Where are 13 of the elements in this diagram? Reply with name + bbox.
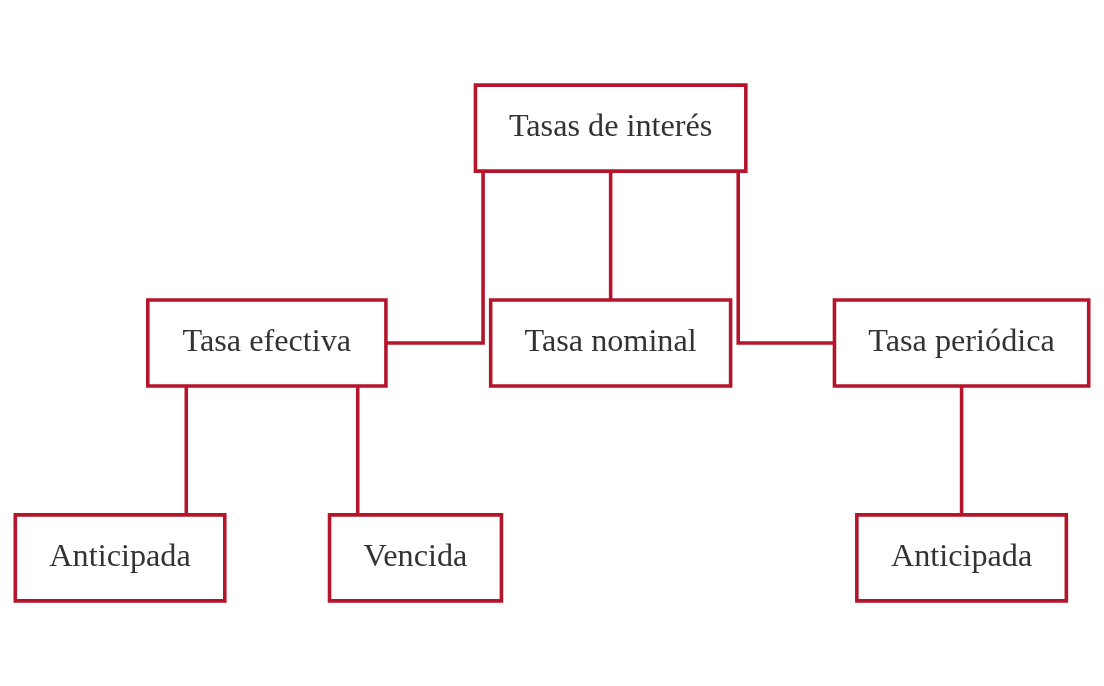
node-box: Tasa efectiva bbox=[146, 298, 388, 388]
node-box: Tasa nominal bbox=[488, 298, 733, 388]
connector bbox=[355, 386, 360, 515]
node-box: Anticipada bbox=[855, 513, 1069, 603]
connector bbox=[386, 171, 485, 345]
node-box: Anticipada bbox=[13, 513, 227, 603]
node-box: Tasa periódica bbox=[832, 298, 1091, 388]
node-box: Tasas de interés bbox=[473, 83, 748, 173]
connector bbox=[959, 386, 964, 515]
node-box: Vencida bbox=[327, 513, 504, 603]
connector bbox=[184, 386, 189, 515]
connector bbox=[608, 171, 613, 300]
connector bbox=[736, 171, 835, 345]
